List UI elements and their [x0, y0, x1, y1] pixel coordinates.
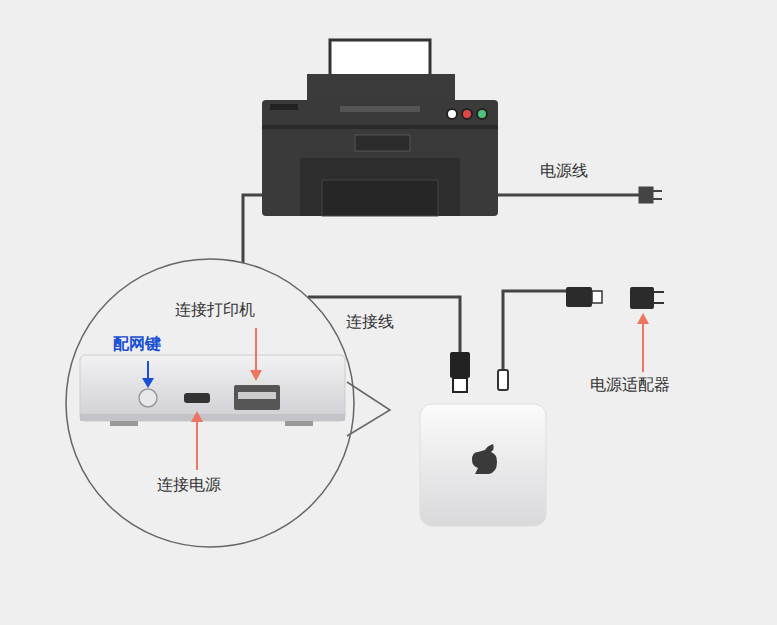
cable-label: 电源线 [540, 161, 588, 180]
cloud-box [420, 404, 546, 526]
device-side-view [80, 355, 345, 426]
power-adapter [630, 287, 664, 309]
cable-label: 连接线 [346, 312, 394, 331]
port-label: 连接电源 [157, 475, 221, 494]
leader-line [243, 195, 262, 263]
pointer-arrows [142, 313, 649, 470]
port-label: 连接打印机 [175, 300, 255, 319]
zoom-circle: 配网键连接打印机连接电源 [65, 258, 355, 548]
part-label: 电源适配器 [590, 375, 670, 394]
printer [262, 40, 498, 216]
button-label: 配网键 [113, 334, 161, 353]
device-power-cable [498, 287, 602, 390]
power-cord [498, 188, 662, 202]
